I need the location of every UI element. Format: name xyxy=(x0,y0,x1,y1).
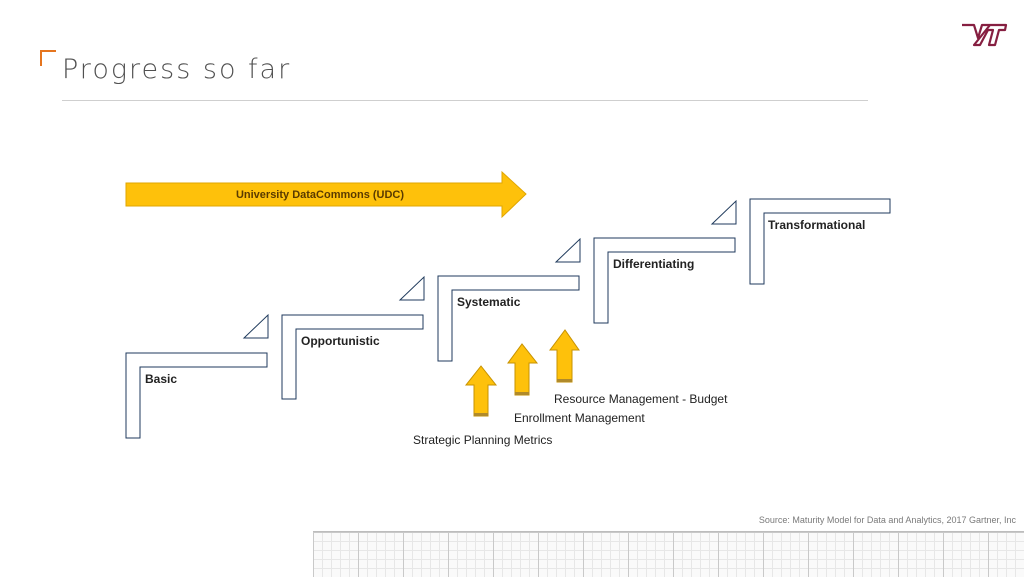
step-systematic xyxy=(437,275,580,362)
udc-arrow: University DataCommons (UDC) xyxy=(125,170,527,219)
page-title: Progress so far xyxy=(62,54,292,85)
source-citation: Source: Maturity Model for Data and Anal… xyxy=(758,515,1016,525)
milestone-label-resource-budget: Resource Management - Budget xyxy=(554,392,728,406)
stage-label-transformational: Transformational xyxy=(768,218,865,232)
step-connector-triangle xyxy=(242,313,269,339)
milestone-arrow-resource-budget xyxy=(549,329,580,383)
step-connector-triangle xyxy=(398,275,425,301)
milestone-arrow-enrollment xyxy=(507,343,539,396)
stage-label-differentiating: Differentiating xyxy=(613,257,694,271)
stage-label-systematic: Systematic xyxy=(457,295,521,309)
step-basic xyxy=(125,352,268,439)
milestone-label-strategic-planning: Strategic Planning Metrics xyxy=(413,433,552,447)
milestone-arrow-strategic-planning xyxy=(464,365,498,417)
vt-logo xyxy=(962,23,1008,47)
title-divider xyxy=(62,100,868,101)
step-opportunistic xyxy=(281,314,424,400)
udc-arrow-label: University DataCommons (UDC) xyxy=(236,189,404,201)
step-connector-triangle xyxy=(710,199,737,225)
step-connector-triangle xyxy=(554,237,581,263)
graph-paper-strip xyxy=(313,531,1024,577)
stage-label-basic: Basic xyxy=(145,372,177,386)
title-corner-accent xyxy=(40,50,56,66)
stage-label-opportunistic: Opportunistic xyxy=(301,334,380,348)
step-transformational xyxy=(749,198,891,285)
milestone-label-enrollment: Enrollment Management xyxy=(514,411,645,425)
step-differentiating xyxy=(593,237,736,324)
